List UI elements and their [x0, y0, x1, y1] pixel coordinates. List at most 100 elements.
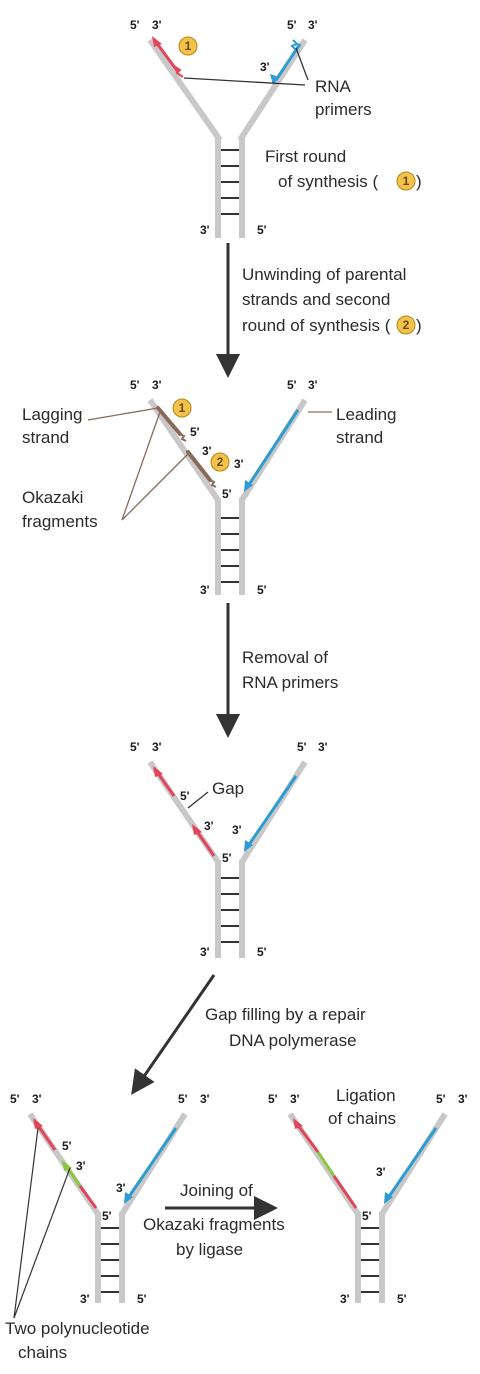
end-label-5prime: 5': [130, 378, 140, 392]
base-pairs: [221, 517, 239, 583]
end-label-5prime: 5': [297, 740, 307, 754]
end-label-5prime: 5': [287, 378, 297, 392]
end-label-3prime: 3': [376, 1165, 386, 1179]
lagging-fragments: [155, 771, 216, 857]
end-label-5prime: 5': [10, 1092, 20, 1106]
okazaki-fragments: [156, 406, 212, 482]
svg-text:2: 2: [403, 318, 410, 332]
lagging-strand-label: strand: [22, 428, 69, 447]
leading-new-strand: [124, 1127, 178, 1204]
leading-strand-label: Leading: [336, 405, 397, 424]
first-round-caption: First round: [265, 147, 346, 166]
leading-new-strand: [244, 409, 300, 492]
end-label-3prime: 3': [308, 18, 318, 32]
end-label-5prime: 5': [362, 1209, 372, 1223]
end-label-3prime: 3': [80, 1292, 90, 1306]
caption-badge-1: 1 ): [396, 171, 422, 191]
okazaki-fragments-label: fragments: [22, 512, 98, 531]
svg-text:1: 1: [403, 174, 410, 188]
end-label-5prime: 5': [257, 945, 267, 959]
okazaki-fragments-label: Okazaki: [22, 488, 83, 507]
ligation-label: of chains: [328, 1109, 396, 1128]
badge-1: 1: [172, 398, 192, 418]
end-label-3prime: 3': [152, 378, 162, 392]
end-label-3prime: 3': [340, 1292, 350, 1306]
end-label-5prime: 5': [62, 1139, 72, 1153]
gap-filling-caption: Gap filling by a repair: [205, 1005, 366, 1024]
end-label-3prime: 3': [200, 1092, 210, 1106]
fork-stage-2: 1 2 5' 3' 5' 3' 5' 3' 3' 5' 3' 5' Laggin…: [22, 378, 397, 597]
rna-primers-label: primers: [315, 100, 372, 119]
end-label-5prime: 5': [130, 740, 140, 754]
leading-new-strand: [384, 1127, 438, 1204]
leading-new-strand: [244, 775, 298, 852]
leading-new-strand: [270, 39, 302, 85]
two-chains-label: Two polynucleotide: [5, 1319, 150, 1338]
end-label-3prime: 3': [290, 1092, 300, 1106]
base-pairs: [101, 1227, 119, 1293]
end-label-5prime: 5': [180, 789, 190, 803]
gap-filling-caption: DNA polymerase: [229, 1031, 357, 1050]
chain-pointers: [13, 1127, 71, 1319]
end-label-5prime: 5': [102, 1209, 112, 1223]
end-label-5prime: 5': [178, 1092, 188, 1106]
end-label-3prime: 3': [200, 945, 210, 959]
unwinding-caption: round of synthesis (: [242, 316, 391, 335]
end-label-3prime: 3': [308, 378, 318, 392]
end-label-3prime: 3': [76, 1159, 86, 1173]
svg-text:): ): [416, 172, 422, 191]
joining-caption: Joining of: [180, 1181, 253, 1200]
fork-stage-1: 1 5' 3' 5' 3' 3' 3' 5' RNA primers First…: [130, 18, 422, 238]
end-label-3prime: 3': [458, 1092, 468, 1106]
rna-primer-pointers: [183, 47, 309, 86]
end-label-5prime: 5': [137, 1292, 147, 1306]
joining-caption: Okazaki fragments: [143, 1215, 285, 1234]
lagging-new-strand: [152, 36, 184, 78]
end-label-5prime: 5': [436, 1092, 446, 1106]
ligation-label: Ligation: [336, 1086, 396, 1105]
badge-2: 2: [210, 452, 230, 472]
process-arrow: [131, 974, 216, 1095]
end-label-5prime: 5': [222, 487, 232, 501]
first-round-caption: of synthesis (: [278, 172, 378, 191]
badge-1: 1: [178, 36, 198, 56]
lagging-strand-label: Lagging: [22, 405, 83, 424]
fork-stage-4: 5' 3' 5' 3' 5' 3' 3' 5' 3' 5' Two polynu…: [5, 1092, 210, 1362]
leading-strand-label: strand: [336, 428, 383, 447]
joining-caption: by ligase: [176, 1240, 243, 1259]
base-pairs: [221, 149, 239, 215]
fork-stage-5: 5' 3' 5' 3' 3' 5' 3' 5' Ligation of chai…: [268, 1086, 468, 1306]
end-label-5prime: 5': [268, 1092, 278, 1106]
removal-caption: RNA primers: [242, 673, 338, 692]
end-label-5prime: 5': [257, 583, 267, 597]
end-label-5prime: 5': [257, 223, 267, 237]
end-label-3prime: 3': [234, 457, 244, 471]
svg-text:1: 1: [179, 401, 186, 415]
svg-text:2: 2: [217, 455, 224, 469]
end-label-3prime: 3': [152, 18, 162, 32]
end-label-5prime: 5': [190, 425, 200, 439]
removal-caption: Removal of: [242, 648, 328, 667]
parental-duplex: [147, 38, 308, 238]
end-label-3prime: 3': [116, 1181, 126, 1195]
fork-stage-3: 5' 3' 5' 3' 5' 3' 3' 5' 3' 5' Gap: [130, 740, 328, 959]
unwinding-caption: strands and second: [242, 290, 390, 309]
end-label-3prime: 3': [318, 740, 328, 754]
end-label-3prime: 3': [204, 819, 214, 833]
pointer-lines: [87, 407, 332, 521]
two-chains-label: chains: [18, 1343, 67, 1362]
unwinding-caption: Unwinding of parental: [242, 265, 406, 284]
end-label-3prime: 3': [232, 823, 242, 837]
end-label-3prime: 3': [32, 1092, 42, 1106]
base-pairs: [221, 877, 239, 943]
end-label-3prime: 3': [202, 444, 212, 458]
end-label-3prime: 3': [200, 223, 210, 237]
svg-text:1: 1: [185, 39, 192, 53]
end-label-5prime: 5': [222, 851, 232, 865]
end-label-5prime: 5': [287, 18, 297, 32]
end-label-3prime: 3': [260, 60, 270, 74]
end-label-5prime: 5': [130, 18, 140, 32]
rna-primers-label: RNA: [315, 77, 352, 96]
end-label-3prime: 3': [200, 583, 210, 597]
